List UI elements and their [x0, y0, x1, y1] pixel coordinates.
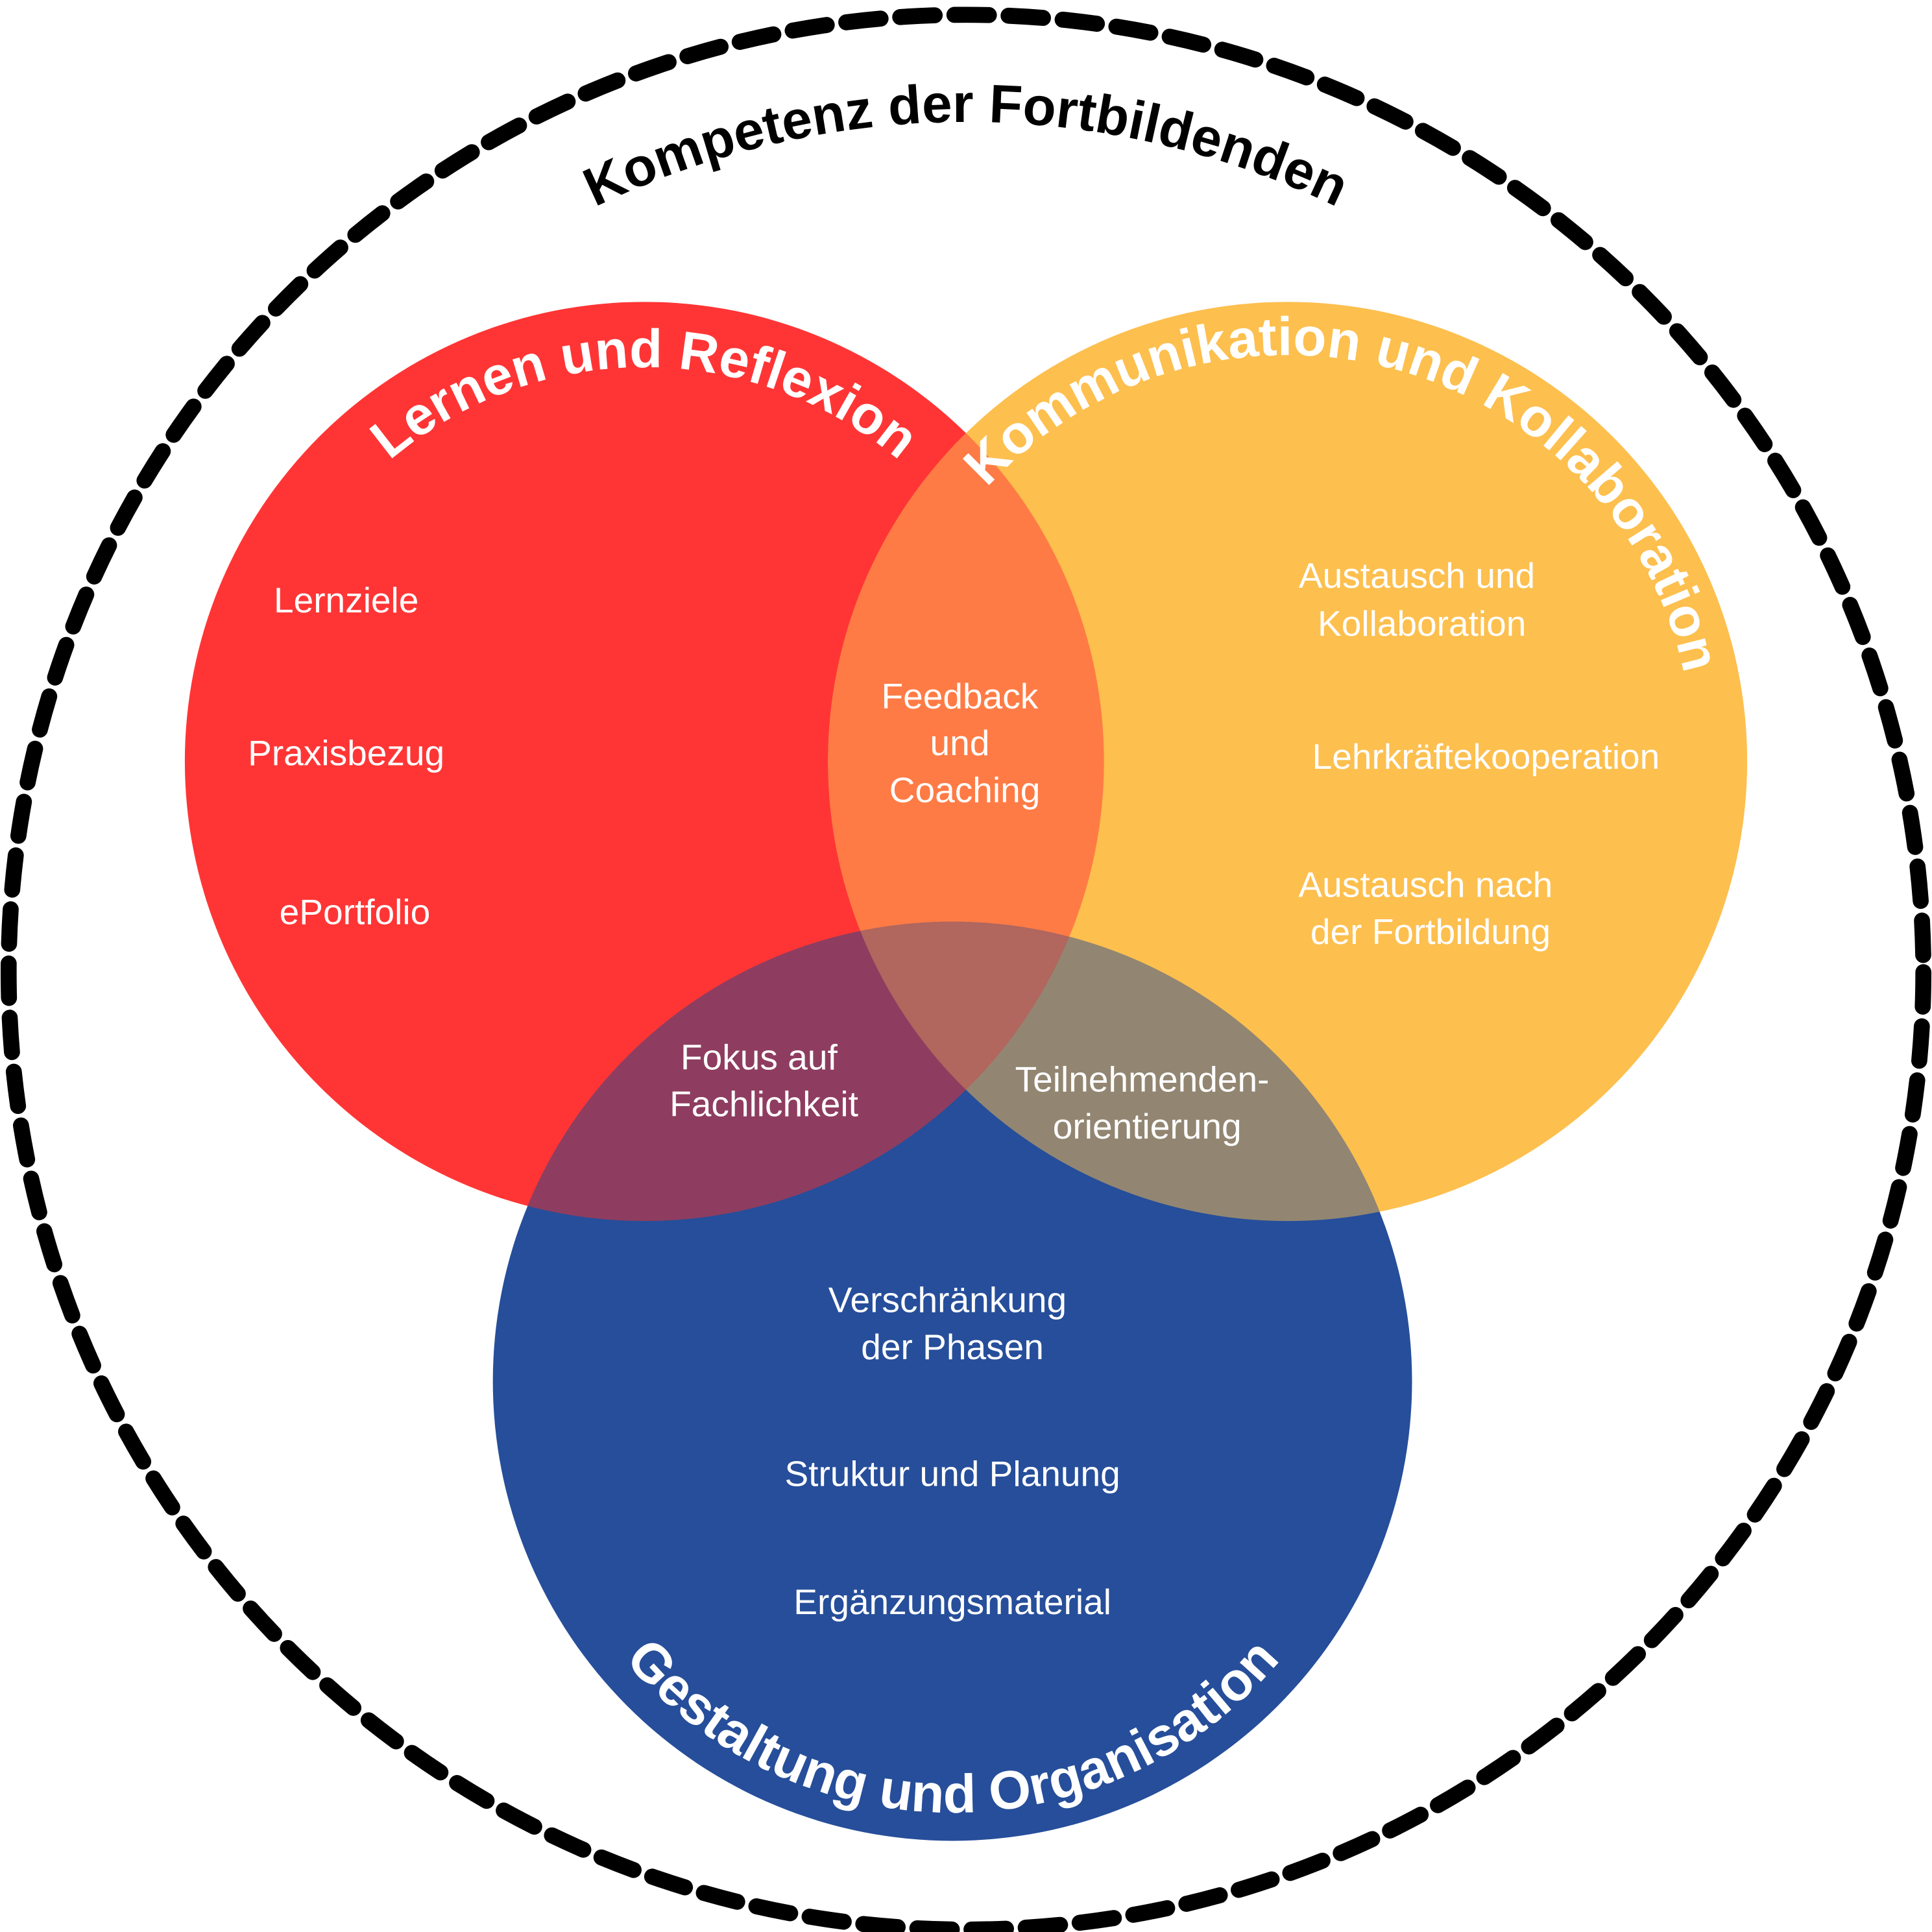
- item-austausch-nach: Austausch nach der Fortbildung: [1298, 865, 1562, 952]
- item-austausch-kollaboration: Austausch und Kollaboration: [1299, 555, 1545, 644]
- outer-title: Kompetenz der Fortbildenden: [574, 73, 1358, 218]
- item-struktur-planung: Struktur und Planung: [784, 1453, 1120, 1493]
- overlap-red-blue: [492, 921, 1104, 1222]
- item-eportfolio: ePortfolio: [280, 891, 431, 932]
- overlap-yellow-blue-label: Teilnehmenden- orientierung: [1015, 1059, 1279, 1146]
- outer-dashed-circle: [1, 6, 1931, 1932]
- item-lernziele: Lernziele: [274, 580, 418, 620]
- overlap-red-yellow-label: Feedback und Coaching: [882, 676, 1048, 810]
- overlap-red-blue-label: Fokus auf Fachlichkeit: [670, 1037, 858, 1124]
- overlap-yellow-blue: [828, 921, 1412, 1222]
- item-ergaenzungsmaterial: Ergänzungsmaterial: [793, 1582, 1111, 1622]
- item-praxisbezug: Praxisbezug: [248, 732, 444, 773]
- item-verschraenkung: Verschränkung der Phasen: [828, 1280, 1077, 1367]
- item-lehrkraeftekooperation: Lehrkräftekooperation: [1312, 736, 1660, 777]
